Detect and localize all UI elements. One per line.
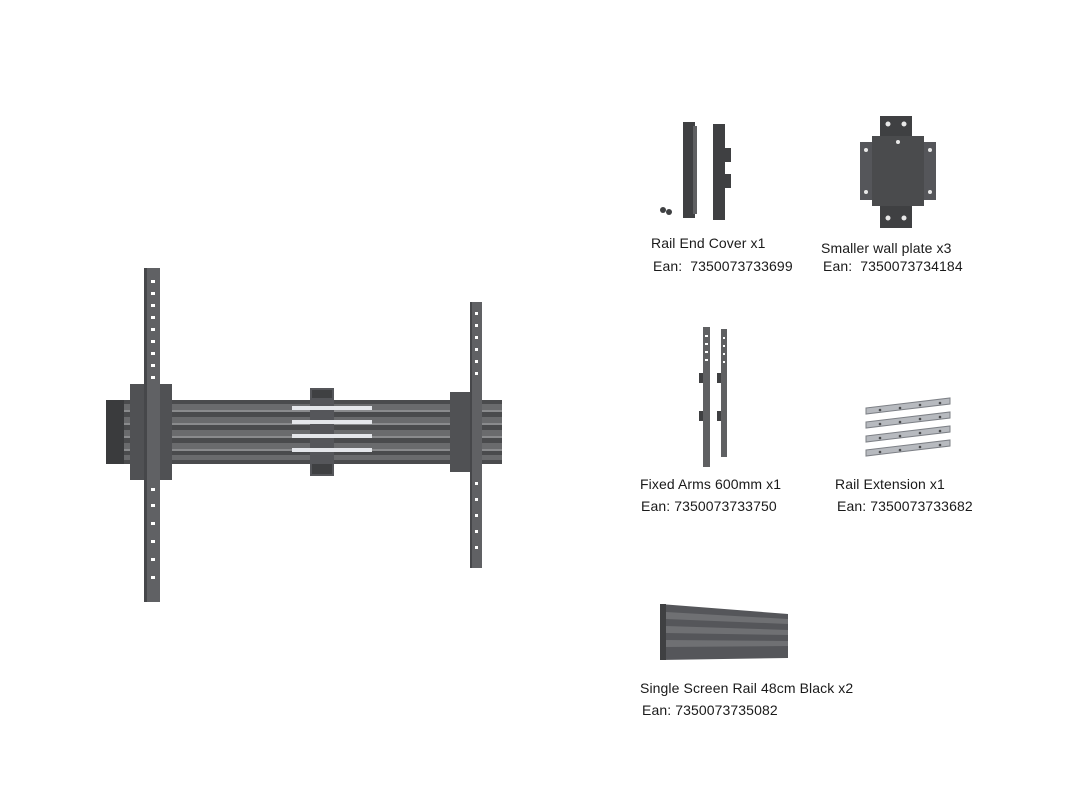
ean-value: 7350073733750 [674,498,777,514]
ean-label: Ean: [653,258,683,274]
item-ean-wall-plate: Ean: 7350073734184 [823,258,963,275]
ean-value: 7350073735082 [675,702,778,718]
single-screen-rail-image [658,600,790,664]
assembled-mount-image [100,260,510,610]
item-name-wall-plate: Smaller wall plate x3 [821,240,952,256]
ean-label: Ean: [641,498,671,514]
fixed-arms-image [695,325,735,470]
ean-value: 7350073734184 [860,258,963,274]
wall-plate-image [858,114,938,230]
item-name-rail-extension: Rail Extension x1 [835,476,945,492]
item-name-single-screen-rail: Single Screen Rail 48cm Black x2 [640,680,854,696]
rail-extension-image [860,392,955,458]
ean-value: 7350073733699 [690,258,793,274]
ean-label: Ean: [837,498,867,514]
rail-end-cover-image [655,118,735,224]
ean-label: Ean: [642,702,672,718]
item-ean-single-screen-rail: Ean: 7350073735082 [642,702,778,719]
ean-label: Ean: [823,258,853,274]
item-ean-fixed-arms: Ean: 7350073733750 [641,498,777,515]
item-ean-rail-end-cover: Ean: 7350073733699 [653,258,793,275]
item-ean-rail-extension: Ean: 7350073733682 [837,498,973,515]
ean-value: 7350073733682 [870,498,973,514]
item-name-fixed-arms: Fixed Arms 600mm x1 [640,476,782,492]
item-name-rail-end-cover: Rail End Cover x1 [651,235,766,251]
